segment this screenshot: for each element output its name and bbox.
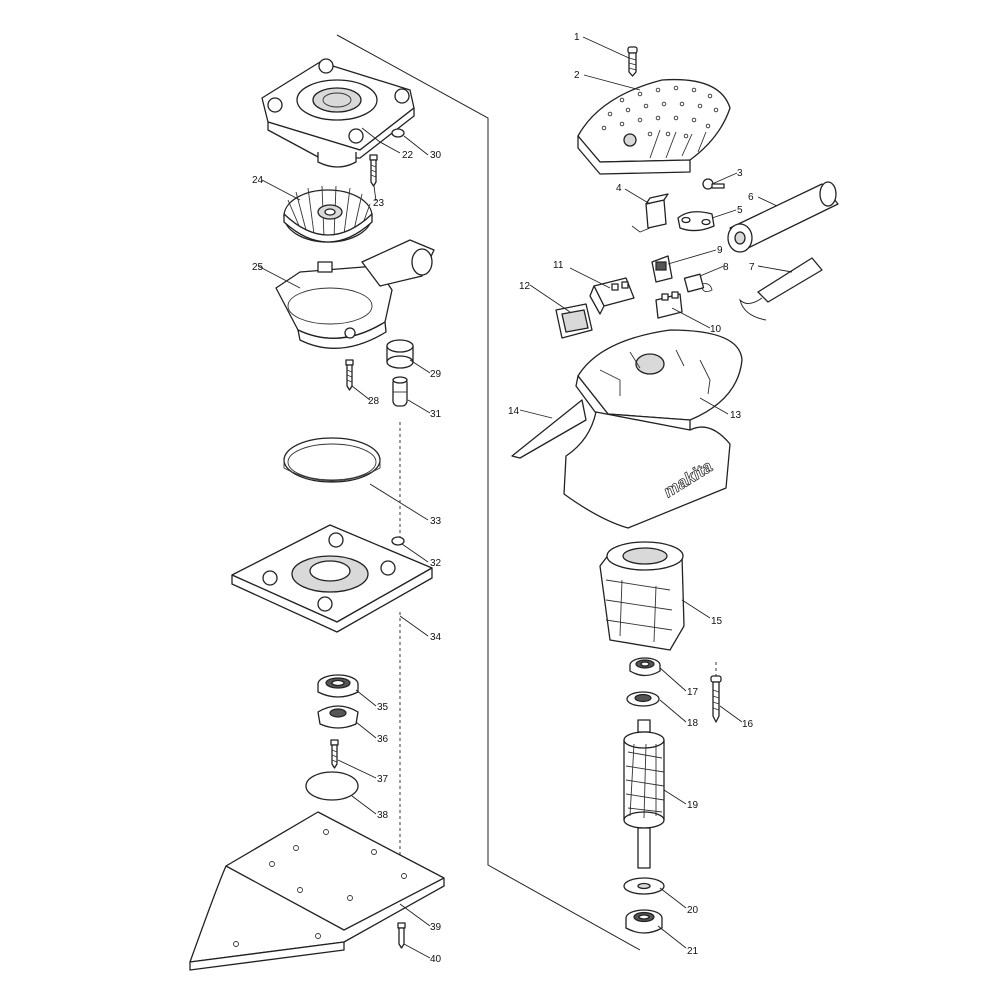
callout-37: 37 xyxy=(377,774,389,785)
part-callouts: 1 2 3 4 5 6 7 8 9 10 11 12 13 14 15 16 1… xyxy=(252,32,755,965)
part-33-ring xyxy=(283,437,381,483)
part-32-o-ring xyxy=(391,536,405,546)
callout-22: 22 xyxy=(402,150,414,161)
part-36-clamp xyxy=(317,705,359,729)
callout-32: 32 xyxy=(430,558,442,569)
callout-39: 39 xyxy=(430,922,442,933)
part-28-screw xyxy=(345,359,354,391)
callout-21: 21 xyxy=(687,946,699,957)
part-9-brush-holder xyxy=(651,255,673,283)
callout-17: 17 xyxy=(687,687,699,698)
part-14-label-blade xyxy=(511,399,587,459)
part-37-screw xyxy=(330,739,339,769)
callout-19: 19 xyxy=(687,800,699,811)
part-35-bearing xyxy=(317,674,359,698)
part-19-armature xyxy=(623,719,665,869)
callout-4: 4 xyxy=(616,183,622,194)
part-34-base-plate xyxy=(231,524,433,633)
part-31-pin xyxy=(392,376,408,407)
part-25-fan-housing xyxy=(275,239,435,349)
part-40-screw xyxy=(397,922,406,949)
callout-28: 28 xyxy=(368,396,380,407)
callout-12: 12 xyxy=(519,281,531,292)
callout-31: 31 xyxy=(430,409,442,420)
callout-14: 14 xyxy=(508,406,520,417)
callout-6: 6 xyxy=(748,192,754,203)
part-6-strain-relief xyxy=(727,181,839,253)
callout-13: 13 xyxy=(730,410,742,421)
callout-33: 33 xyxy=(430,516,442,527)
part-2-top-cover xyxy=(577,78,731,175)
part-13-motor-housing: makita xyxy=(563,329,743,529)
callout-10: 10 xyxy=(710,324,722,335)
callout-8: 8 xyxy=(723,262,729,273)
callout-38: 38 xyxy=(377,810,389,821)
callout-5: 5 xyxy=(737,205,743,216)
callout-29: 29 xyxy=(430,369,442,380)
callout-24: 24 xyxy=(252,175,264,186)
callout-1: 1 xyxy=(574,32,580,43)
part-7-power-cord xyxy=(739,257,823,321)
part-1-screw xyxy=(627,46,638,77)
part-22-housing-top xyxy=(261,58,415,168)
part-30-o-ring xyxy=(391,128,405,138)
part-16-long-screw xyxy=(710,675,722,723)
part-5-cord-clamp xyxy=(677,211,715,232)
callout-36: 36 xyxy=(377,734,389,745)
callout-30: 30 xyxy=(430,150,442,161)
part-18-washer xyxy=(626,691,660,707)
part-24-fan xyxy=(283,185,373,243)
part-20-washer xyxy=(623,877,665,895)
callout-23: 23 xyxy=(373,198,385,209)
callout-40: 40 xyxy=(430,954,442,965)
callout-34: 34 xyxy=(430,632,442,643)
callout-20: 20 xyxy=(687,905,699,916)
part-23-screw xyxy=(369,154,378,187)
part-15-field-stator xyxy=(599,541,685,651)
callout-7: 7 xyxy=(749,262,755,273)
part-38-o-ring xyxy=(305,771,359,801)
part-4-capacitor xyxy=(631,193,669,233)
part-21-bearing xyxy=(625,909,663,934)
part-12-switch-lever xyxy=(555,303,593,339)
callout-18: 18 xyxy=(687,718,699,729)
part-11-switch xyxy=(589,277,635,315)
part-39-sanding-pad xyxy=(189,811,445,971)
callout-25: 25 xyxy=(252,262,264,273)
part-8-carbon-brush xyxy=(683,273,713,293)
callout-11: 11 xyxy=(553,260,564,271)
part-10-brush-holder xyxy=(655,291,683,319)
callout-15: 15 xyxy=(711,616,723,627)
callout-9: 9 xyxy=(717,245,723,256)
part-29-bushing xyxy=(386,339,414,369)
callout-2: 2 xyxy=(574,70,580,81)
assembly-frame xyxy=(336,34,641,951)
leader-lines xyxy=(257,36,793,959)
callout-16: 16 xyxy=(742,719,754,730)
part-17-bearing xyxy=(629,657,661,677)
callout-3: 3 xyxy=(737,168,743,179)
callout-35: 35 xyxy=(377,702,389,713)
